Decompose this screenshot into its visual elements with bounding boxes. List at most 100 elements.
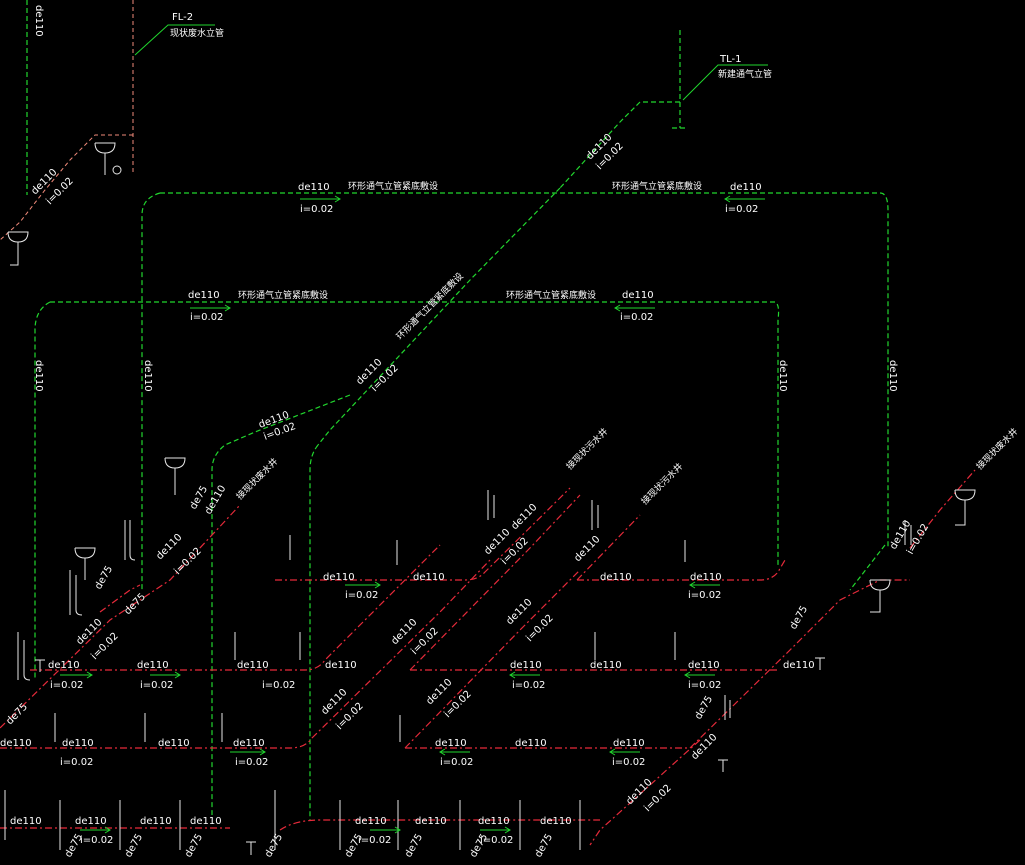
drain-diag-row3 bbox=[404, 569, 581, 749]
outlet-label: 接现状污水井 bbox=[639, 460, 686, 507]
slope-label: i=0.02 bbox=[345, 590, 378, 601]
pipe-size-label: de110 bbox=[504, 597, 534, 627]
flow-arrow-icon bbox=[345, 581, 381, 589]
drain-diag-right-upper bbox=[909, 469, 976, 549]
floor-drain-icon bbox=[869, 579, 891, 613]
flow-arrow-icon bbox=[480, 826, 511, 834]
pipe-size-label: de110 bbox=[298, 182, 330, 193]
flow-arrow-icon bbox=[684, 671, 715, 679]
slope-label: i=0.02 bbox=[190, 312, 223, 323]
pipe-size-label: de110 bbox=[75, 816, 107, 827]
flow-arrow-icon bbox=[230, 748, 266, 756]
drain-diag-row2 bbox=[409, 494, 581, 671]
pipe-size-label: de110 bbox=[783, 660, 815, 671]
pipe-size-label: de110 bbox=[515, 738, 547, 749]
pipe-size-label: de75 bbox=[263, 832, 285, 859]
pipe-size-label: de110 bbox=[510, 660, 542, 671]
slope-label: i=0.02 bbox=[358, 835, 391, 846]
flow-arrows bbox=[60, 195, 765, 834]
pipe-size-label: de110 bbox=[33, 360, 44, 392]
riser-id-tl1: TL-1 bbox=[719, 54, 741, 65]
pipe-size-label: de110 bbox=[48, 660, 80, 671]
pipe-size-label: de110 bbox=[688, 660, 720, 671]
stub-icon bbox=[4, 790, 581, 850]
flow-arrow-icon bbox=[80, 826, 111, 834]
flow-arrow-icon bbox=[609, 748, 640, 756]
vent-ring-lower-left bbox=[34, 301, 51, 680]
pipe-size-label: de75 bbox=[403, 832, 425, 859]
pipe-size-label: de110 bbox=[323, 572, 355, 583]
fl2-leader bbox=[134, 24, 215, 56]
floor-drain-icon bbox=[94, 142, 116, 175]
flow-arrow-icon bbox=[150, 671, 181, 679]
drain-diag-right-lower bbox=[589, 739, 701, 846]
pipe-size-label: de110 bbox=[777, 360, 788, 392]
vent-main-diagonal bbox=[317, 187, 561, 446]
ring-vent-label: 环形通气立管紧底敷设 bbox=[238, 289, 328, 301]
vent-ring-upper bbox=[160, 192, 889, 548]
drain-row4-bottom bbox=[0, 819, 600, 831]
vent-riser-mid bbox=[309, 444, 319, 820]
pipe-size-label: de110 bbox=[689, 732, 719, 762]
ring-vent-label: 环形通气立管紧底敷设 bbox=[612, 180, 702, 192]
pipe-size-label: de110 bbox=[622, 290, 654, 301]
pipe-size-label: de110 bbox=[33, 5, 44, 37]
pipe-size-label: de75 bbox=[533, 832, 555, 859]
slope-label: i=0.02 bbox=[440, 757, 473, 768]
slope-label: i=0.02 bbox=[262, 680, 295, 691]
floor-drain-icon bbox=[7, 231, 29, 266]
flow-arrow-icon bbox=[614, 304, 655, 312]
slope-label: i=0.02 bbox=[300, 204, 333, 215]
vent-right-diagonal bbox=[849, 544, 886, 591]
flow-arrow-icon bbox=[689, 581, 720, 589]
pipe-size-label: de110 bbox=[435, 738, 467, 749]
riser-desc-tl1: 新建通气立管 bbox=[718, 68, 772, 80]
pipe-size-label: de110 bbox=[142, 360, 153, 392]
pipe-size-label: de110 bbox=[540, 816, 572, 827]
slope-label: i=0.02 bbox=[60, 757, 93, 768]
pipe-size-label: de110 bbox=[188, 290, 220, 301]
pipe-size-label: de110 bbox=[0, 738, 32, 749]
slope-label: i=0.02 bbox=[480, 835, 513, 846]
pipe-size-label: de110 bbox=[140, 816, 172, 827]
cleanout-marker-icon bbox=[35, 657, 825, 855]
slope-label: i=0.02 bbox=[50, 680, 83, 691]
outlet-label: 接现状污水井 bbox=[564, 425, 611, 472]
vent-ring-upper-left bbox=[141, 192, 161, 590]
pipe-size-label: de110 bbox=[62, 738, 94, 749]
flow-arrow-icon bbox=[370, 826, 401, 834]
pipe-size-label: de110 bbox=[730, 182, 762, 193]
pipe-size-label: de75 bbox=[183, 832, 205, 859]
pipe-size-label: de110 bbox=[325, 660, 357, 671]
outlet-label: 接现状废水井 bbox=[974, 425, 1021, 472]
pipe-size-label: de75 bbox=[4, 701, 30, 727]
pipe-size-label: de75 bbox=[123, 832, 145, 859]
drain-row2-left bbox=[30, 544, 441, 671]
trap-icon bbox=[904, 520, 912, 545]
trap-icon bbox=[591, 500, 599, 530]
fixtures bbox=[4, 142, 976, 855]
pipe-size-label: de110 bbox=[233, 738, 265, 749]
slope-label: i=0.02 bbox=[512, 680, 545, 691]
outlet-label: 接现状废水井 bbox=[234, 455, 281, 502]
flow-arrow-icon bbox=[509, 671, 540, 679]
vent-network bbox=[26, 0, 889, 820]
existing-pipes bbox=[0, 0, 768, 241]
trap-icon bbox=[69, 570, 83, 616]
ring-vent-label: 环形通气立管紧底敷设 bbox=[348, 180, 438, 192]
vent-ring-lower bbox=[50, 301, 780, 565]
floor-drain-icon bbox=[164, 457, 186, 495]
pipe-size-label: de110 bbox=[413, 572, 445, 583]
slope-label: i=0.02 bbox=[334, 701, 365, 732]
pipe-size-label: de75 bbox=[93, 564, 115, 591]
pipe-size-label: de110 bbox=[613, 738, 645, 749]
pipe-size-label: de110 bbox=[590, 660, 622, 671]
trap-icon bbox=[724, 695, 731, 720]
drain-network bbox=[0, 469, 976, 846]
slope-label: i=0.02 bbox=[172, 546, 203, 577]
slope-label: i=0.02 bbox=[80, 835, 113, 846]
ring-vent-label: 环形通气立管紧底敷设 bbox=[506, 289, 596, 301]
annotations: FL-2 现状废水立管 TL-1 新建通气立管 de110 i=0.02 环形通… bbox=[0, 5, 1020, 860]
